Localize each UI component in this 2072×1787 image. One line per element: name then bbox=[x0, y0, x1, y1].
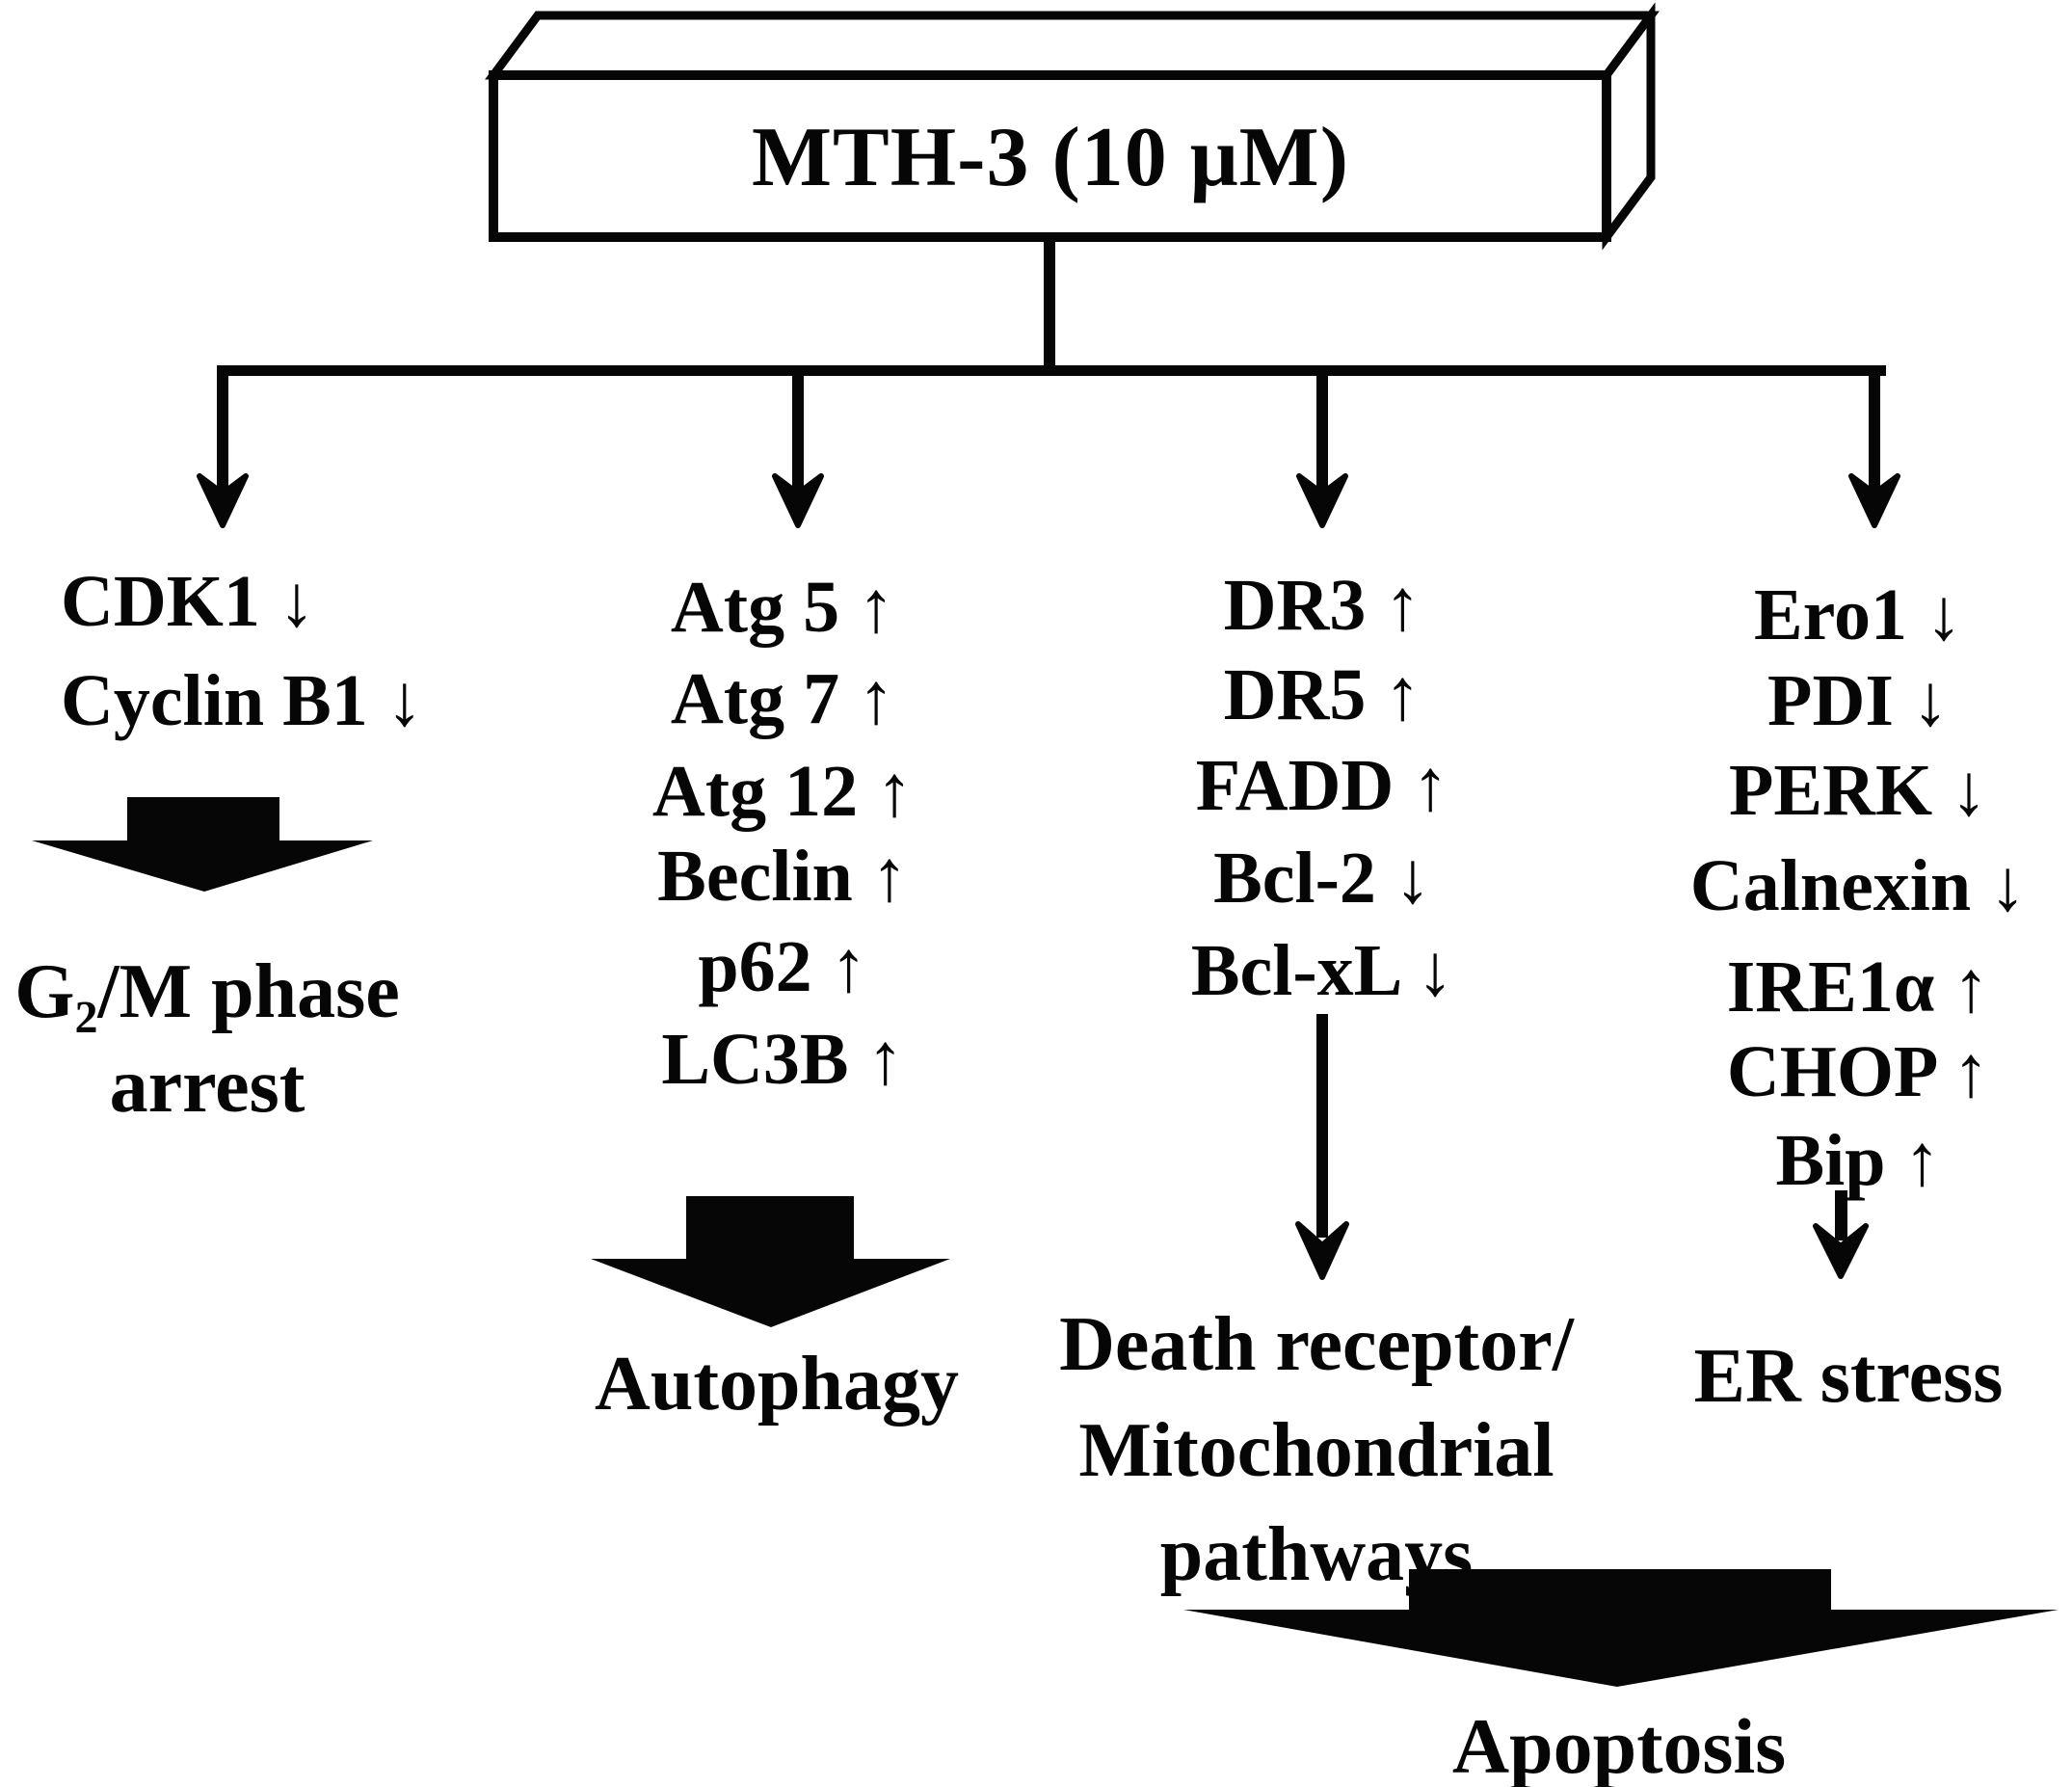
label-p62: p62 ↑ bbox=[698, 926, 867, 1007]
label-er-stress: ER stress bbox=[1693, 1334, 2004, 1419]
arrowhead-down-icon bbox=[1813, 1223, 1869, 1279]
label-cyclin-b1: Cyclin B1 ↓ bbox=[61, 660, 423, 741]
long-arrow-death-receptor bbox=[1295, 1014, 1349, 1280]
arrowhead-down-icon bbox=[1848, 473, 1900, 528]
branch-arrow-death-receptor bbox=[1296, 371, 1348, 528]
arrowhead-down-icon bbox=[1295, 1221, 1349, 1280]
arrowhead-down-icon bbox=[1296, 473, 1348, 528]
label-pdi: PDI ↓ bbox=[1767, 660, 1949, 741]
label-g2m-phase: G₂/M phase bbox=[14, 949, 400, 1034]
label-perk: PERK ↓ bbox=[1728, 750, 1988, 831]
label-arrest: arrest bbox=[109, 1044, 305, 1129]
arrowhead-down-icon bbox=[772, 473, 824, 528]
box-front-face bbox=[489, 70, 1611, 242]
branch-arrow-cell-cycle bbox=[197, 371, 249, 528]
compound-label: MTH-3 (10 μM) bbox=[751, 111, 1350, 204]
label-dr3: DR3 ↑ bbox=[1223, 565, 1421, 646]
arrowhead-down-icon bbox=[197, 473, 249, 528]
short-arrow-er-stress bbox=[1813, 1190, 1869, 1279]
label-atg5: Atg 5 ↑ bbox=[670, 567, 895, 648]
label-death-receptor: Death receptor/ bbox=[1059, 1302, 1574, 1387]
trunk-line bbox=[1044, 237, 1055, 367]
label-beclin: Beclin ↑ bbox=[657, 836, 908, 917]
label-atg12: Atg 12 ↑ bbox=[651, 751, 914, 832]
label-bclxl: Bcl-xL ↓ bbox=[1190, 930, 1454, 1011]
label-chop: CHOP ↑ bbox=[1726, 1031, 1990, 1112]
label-bcl2: Bcl-2 ↓ bbox=[1213, 838, 1431, 919]
label-dr5: DR5 ↑ bbox=[1223, 654, 1421, 735]
block-arrow-down-icon-autophagy bbox=[591, 1196, 950, 1327]
branch-arrow-autophagy bbox=[772, 371, 824, 528]
label-cdk1: CDK1 ↓ bbox=[61, 561, 315, 642]
label-autophagy: Autophagy bbox=[595, 1342, 959, 1427]
label-pathways: pathways bbox=[1159, 1512, 1474, 1597]
label-ero1: Ero1 ↓ bbox=[1753, 574, 1963, 655]
block-arrow-down-icon-apoptosis bbox=[1183, 1569, 2059, 1687]
branch-horizontal-line bbox=[217, 365, 1886, 376]
compound-box-3d bbox=[485, 2, 1660, 251]
label-fadd: FADD ↑ bbox=[1195, 745, 1449, 826]
label-mitochondrial: Mitochondrial bbox=[1078, 1408, 1554, 1493]
label-lc3b: LC3B ↑ bbox=[661, 1019, 904, 1100]
label-bip: Bip ↑ bbox=[1775, 1120, 1941, 1201]
label-apoptosis: Apoptosis bbox=[1451, 1702, 1787, 1787]
box-top-face bbox=[485, 11, 1660, 80]
label-calnexin: Calnexin ↓ bbox=[1689, 845, 2027, 926]
label-ire1a: IRE1α ↑ bbox=[1726, 947, 1990, 1027]
label-atg7: Atg 7 ↑ bbox=[670, 658, 895, 739]
block-arrow-down-icon-cell-cycle bbox=[32, 797, 373, 892]
branch-arrow-er-stress bbox=[1848, 371, 1900, 528]
